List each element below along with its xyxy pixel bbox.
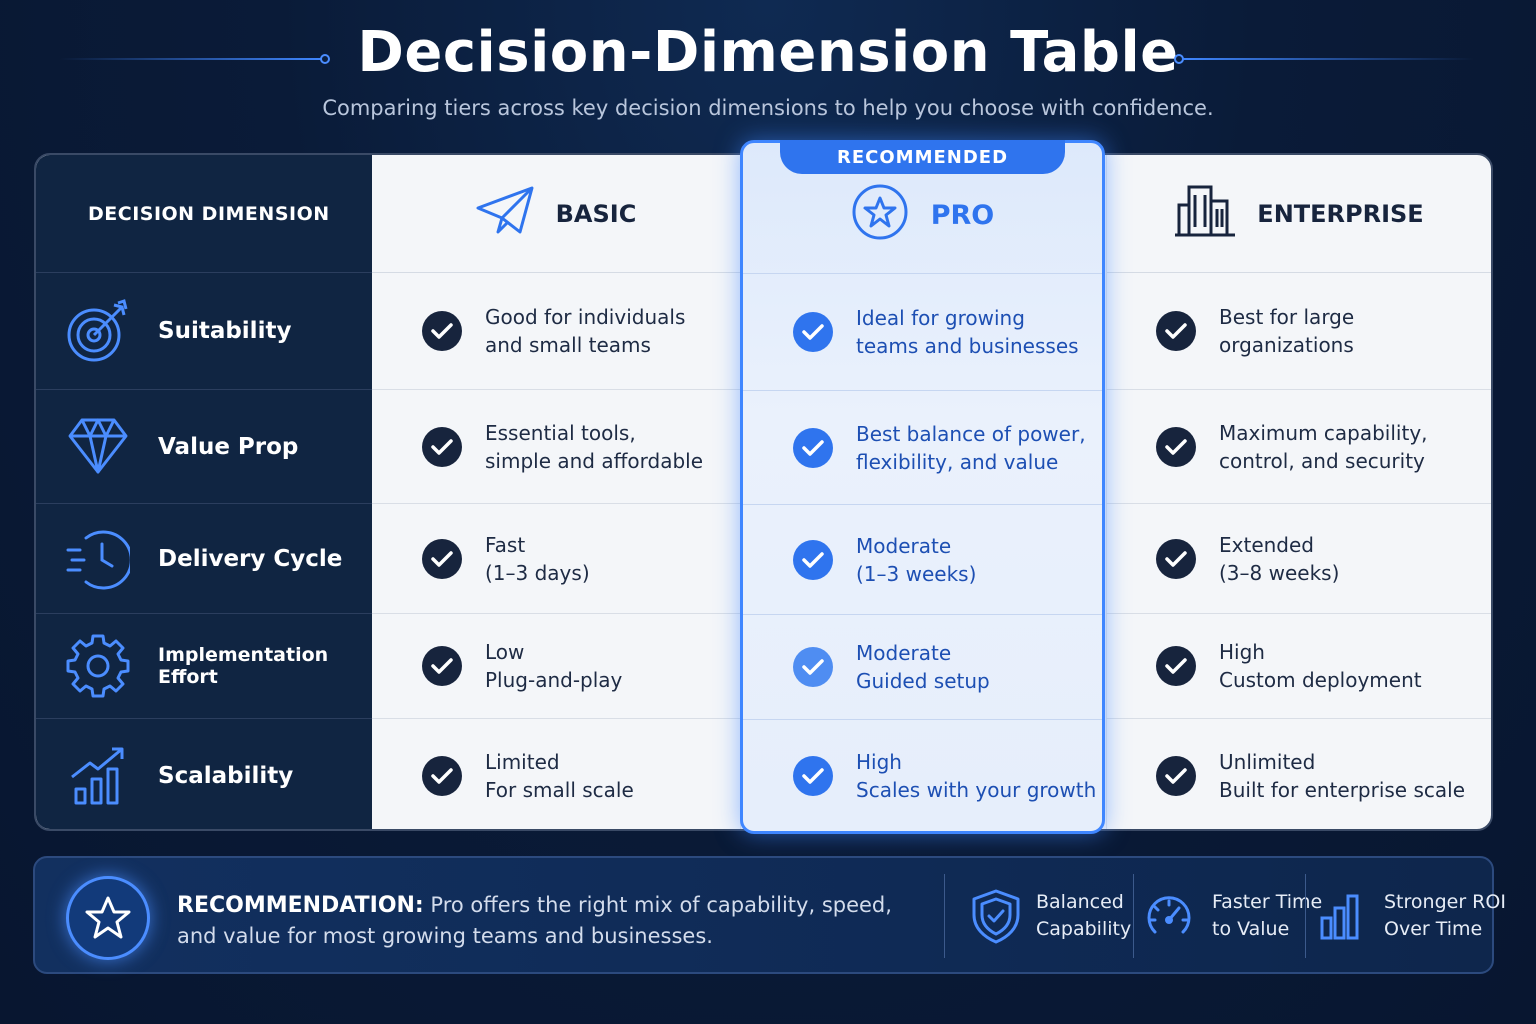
cell-text: Extended(3–8 weeks): [1219, 532, 1340, 585]
dimension-row-implementation-effort: Implementation Effort: [36, 614, 372, 719]
star-icon: [66, 876, 150, 960]
cell-text: Maximum capability,control, and security: [1219, 420, 1428, 473]
check-icon: [1156, 311, 1196, 351]
bar-chart-icon: [1318, 888, 1370, 944]
check-icon: [1156, 538, 1196, 579]
check-icon: [793, 539, 833, 580]
tier-name: ENTERPRISE: [1257, 199, 1424, 228]
cell-enterprise-value-prop: Maximum capability,control, and security: [1106, 390, 1491, 504]
divider: [1305, 874, 1306, 958]
cell-text: Best balance of power,flexibility, and v…: [856, 421, 1086, 474]
recommended-badge: RECOMMENDED: [780, 140, 1065, 174]
dimension-row-delivery-cycle: Delivery Cycle: [36, 504, 372, 614]
check-icon: [1156, 426, 1196, 467]
check-icon: [1156, 646, 1196, 686]
recommendation-label: RECOMMENDATION:: [177, 893, 424, 918]
recommendation-body: Pro offers the right mix of capability, …: [177, 893, 892, 948]
check-icon: [793, 647, 833, 687]
paper-plane-icon: [476, 186, 534, 242]
tier-header-basic: BASIC: [372, 155, 740, 273]
check-icon: [422, 646, 462, 686]
page-title: Decision-Dimension Table: [357, 20, 1179, 85]
title-decor-dot-left: [320, 54, 330, 64]
column-divider: [1106, 155, 1107, 829]
clock-icon: [66, 526, 133, 590]
cell-text: Moderate(1–3 weeks): [856, 533, 977, 586]
dimension-label: Scalability: [158, 763, 294, 789]
dimension-row-value-prop: Value Prop: [36, 390, 372, 504]
cell-enterprise-delivery-cycle: Extended(3–8 weeks): [1106, 504, 1491, 614]
recommendation-text: RECOMMENDATION: Pro offers the right mix…: [177, 890, 937, 952]
check-icon: [1156, 756, 1196, 796]
shield-check-icon: [970, 888, 1022, 944]
dimension-label: Delivery Cycle: [158, 545, 343, 572]
cell-pro-delivery-cycle: Moderate(1–3 weeks): [743, 505, 1102, 615]
star-circle-icon: [851, 183, 909, 247]
divider: [1133, 874, 1134, 958]
check-icon: [422, 756, 462, 796]
check-icon: [422, 311, 462, 351]
check-icon: [422, 538, 462, 579]
check-icon: [793, 427, 833, 468]
divider: [944, 874, 945, 958]
tier-name: BASIC: [555, 199, 637, 228]
dimension-column: DECISION DIMENSION Suitability Value Pro…: [36, 155, 372, 829]
cell-text: Essential tools,simple and affordable: [485, 420, 704, 473]
check-icon: [793, 312, 833, 352]
dimension-row-suitability: Suitability: [36, 273, 372, 390]
tier-name: PRO: [930, 199, 995, 231]
recommendation-panel: [33, 856, 1494, 974]
cell-text: Fast(1–3 days): [485, 532, 590, 585]
title-decor-line-left: [60, 58, 322, 60]
diamond-icon: [66, 414, 130, 478]
dimension-label: Implementation Effort: [158, 644, 329, 688]
growth-chart-icon: [66, 743, 130, 807]
page-subtitle: Comparing tiers across key decision dime…: [322, 96, 1214, 120]
tier-header-pro: PRO: [743, 143, 1102, 274]
speedometer-icon: [1146, 888, 1198, 944]
title-decor-line-right: [1182, 58, 1474, 60]
tier-header-enterprise: ENTERPRISE: [1106, 155, 1491, 273]
check-icon: [422, 426, 462, 467]
cell-pro-value-prop: Best balance of power,flexibility, and v…: [743, 391, 1102, 505]
target-icon: [66, 299, 130, 363]
check-icon: [793, 755, 833, 796]
cell-basic-value-prop: Essential tools,simple and affordable: [372, 390, 740, 504]
gear-icon: [66, 634, 130, 698]
dimension-row-scalability: Scalability: [36, 719, 372, 829]
dimension-label: Value Prop: [158, 433, 299, 460]
buildings-icon: [1175, 183, 1236, 245]
dimension-label: Suitability: [158, 318, 292, 344]
cell-basic-delivery-cycle: Fast(1–3 days): [372, 504, 740, 614]
dimension-header: DECISION DIMENSION: [36, 155, 372, 273]
